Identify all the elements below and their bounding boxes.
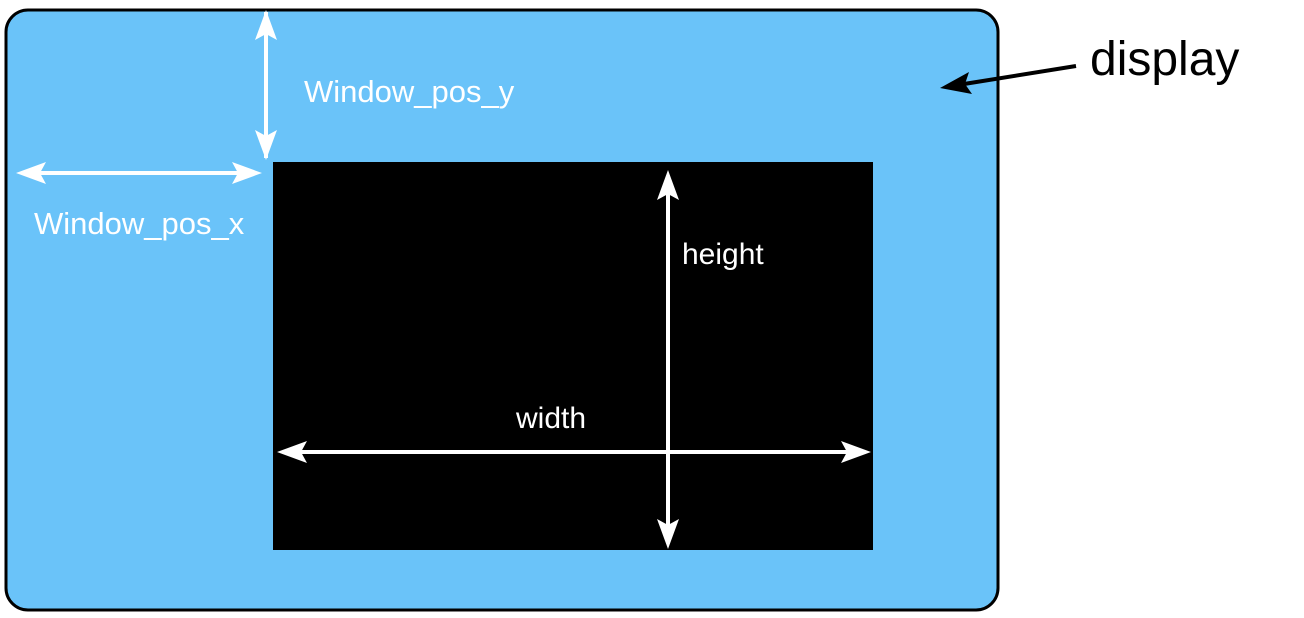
display-label: display [1090, 33, 1240, 86]
width-arrowhead-right [841, 441, 871, 463]
window-pos-y-arrowhead-top [255, 10, 277, 40]
window-pos-y-label: Window_pos_y [304, 74, 515, 109]
window-pos-x-arrowhead-right [232, 162, 262, 184]
display-pointer-arrowhead [940, 72, 972, 94]
width-label: width [516, 402, 587, 435]
window-area [273, 162, 873, 550]
window-pos-x-arrowhead-left [16, 162, 46, 184]
window-pos-y-arrowhead-bottom [255, 130, 277, 160]
height-arrowhead-bottom [657, 519, 679, 549]
window-pos-x-label: Window_pos_x [34, 206, 245, 241]
height-label: height [682, 238, 764, 271]
width-arrowhead-left [277, 441, 307, 463]
display-pointer-arrow [963, 64, 1077, 86]
height-arrowhead-top [657, 170, 679, 200]
